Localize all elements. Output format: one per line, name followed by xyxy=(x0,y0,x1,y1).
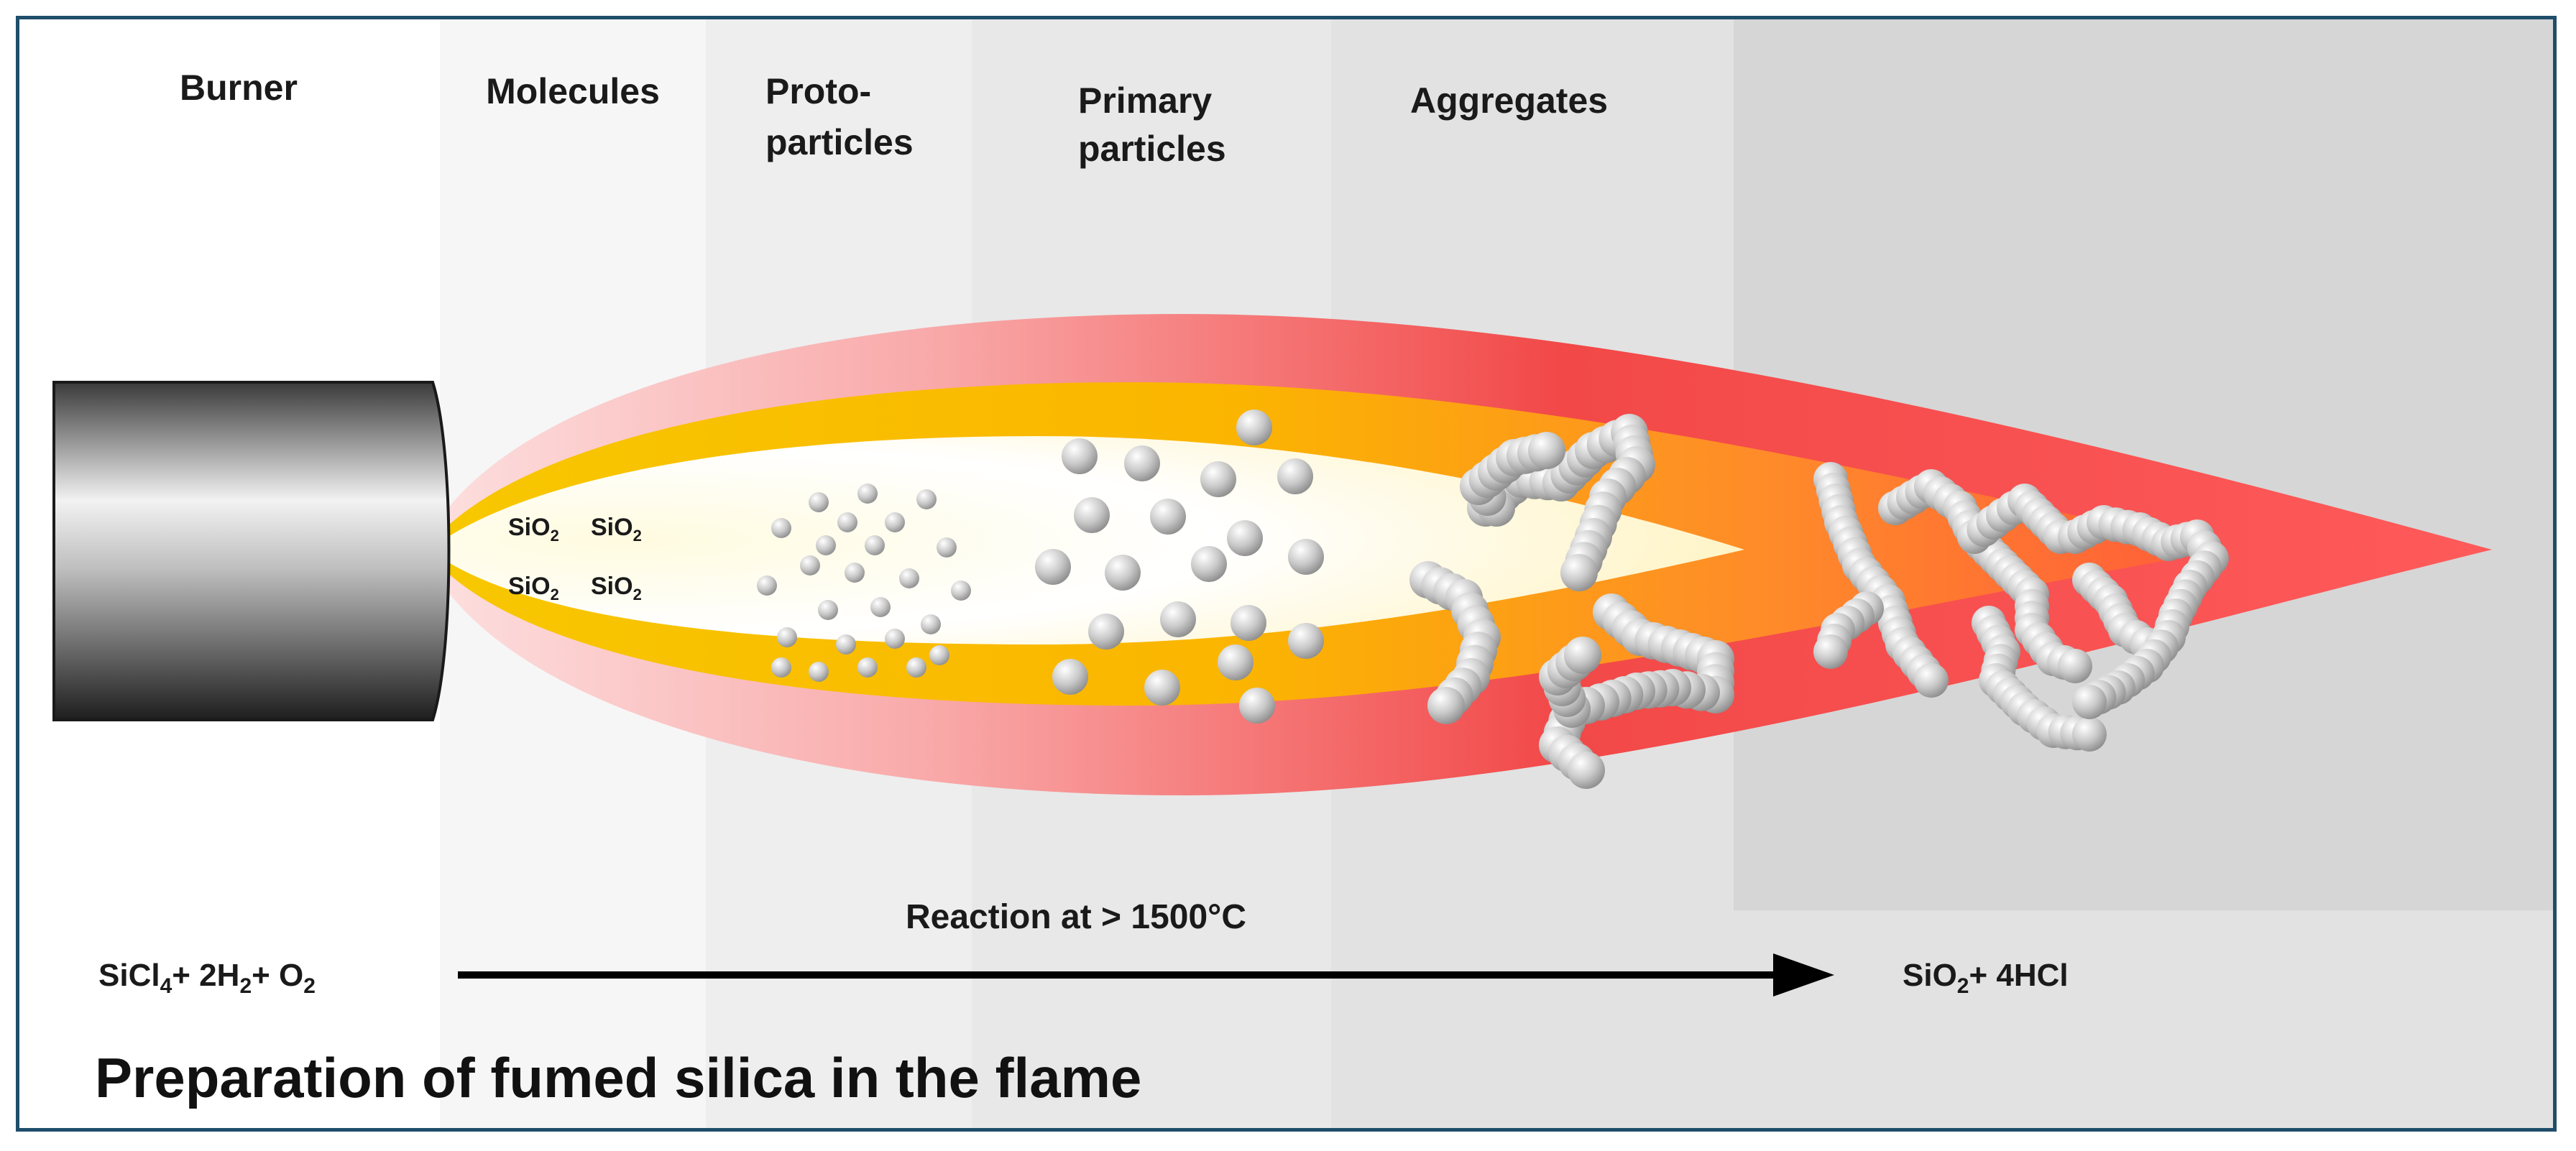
primary-particle xyxy=(1074,497,1110,533)
proto-particle xyxy=(857,484,878,504)
agglomerates xyxy=(1813,462,2229,752)
products-formula: SiO2+ 4HCl xyxy=(1903,958,2069,998)
agglomerate-particle xyxy=(1813,634,1848,669)
proto-particle xyxy=(929,645,949,665)
proto-particle xyxy=(809,662,829,682)
proto-particle xyxy=(865,535,885,555)
primary-particle xyxy=(1191,546,1227,582)
stage-label-aggregates: Aggregates xyxy=(1410,80,1608,121)
proto-particle xyxy=(836,634,856,655)
proto-particle xyxy=(771,518,791,538)
agglomerate-particle xyxy=(1914,663,1949,698)
primary-particle xyxy=(1236,410,1272,445)
reaction-condition: Reaction at > 1500°C xyxy=(906,898,1246,936)
stage-label-proto-line1: Proto- xyxy=(765,71,871,111)
proto-particle xyxy=(885,629,905,649)
primary-particle xyxy=(1288,539,1324,575)
agglomerate-particle xyxy=(2058,649,2092,683)
proto-particles xyxy=(757,484,971,682)
aggregate-particle xyxy=(1528,432,1565,469)
proto-particle xyxy=(771,657,791,678)
primary-particle xyxy=(1160,601,1196,637)
zone-agglomerates-lower xyxy=(1734,910,2553,1128)
aggregate-particle xyxy=(1564,637,1601,674)
stage-label-molecules: Molecules xyxy=(486,71,660,111)
agglomerate-particle xyxy=(2072,717,2107,752)
agglomerate-particle xyxy=(2072,685,2107,719)
proto-particle xyxy=(916,489,937,509)
fumed-silica-diagram: Burner Molecules Proto- particles Primar… xyxy=(19,19,2553,1128)
proto-particle xyxy=(870,597,891,617)
diagram-title: Preparation of fumed silica in the flame xyxy=(95,1046,1141,1109)
primary-particle xyxy=(1150,499,1186,535)
proto-particle xyxy=(951,581,971,601)
sio2-molecule-4: SiO2 xyxy=(591,573,642,604)
aggregate-particle xyxy=(1568,752,1605,789)
proto-particle xyxy=(857,657,878,678)
primary-particle xyxy=(1218,644,1254,680)
proto-particle xyxy=(757,576,777,596)
primary-particle xyxy=(1227,520,1263,556)
primary-particle xyxy=(1239,688,1275,724)
burner xyxy=(52,381,451,721)
proto-particle xyxy=(809,492,829,512)
stage-label-burner: Burner xyxy=(180,68,298,108)
primary-particle xyxy=(1124,445,1160,481)
sio2-molecule-3: SiO2 xyxy=(508,573,559,604)
stage-label-primary-line1: Primary xyxy=(1078,80,1212,121)
reactants-formula: SiCl4+ 2H2+ O2 xyxy=(98,958,316,998)
primary-particle xyxy=(1200,461,1236,497)
proto-particle xyxy=(906,657,926,678)
primary-particle xyxy=(1088,614,1124,650)
aggregate-particle xyxy=(1427,687,1465,724)
sio2-molecule-2: SiO2 xyxy=(591,514,642,545)
proto-particle xyxy=(899,568,919,588)
molecule-labels: SiO2 SiO2 SiO2 SiO2 xyxy=(508,514,642,604)
primary-particle xyxy=(1035,549,1071,585)
primary-particle xyxy=(1144,670,1180,706)
primary-particle xyxy=(1105,555,1141,591)
proto-particle xyxy=(885,512,905,532)
primary-particle xyxy=(1052,659,1088,695)
proto-particle xyxy=(818,600,838,620)
primary-particle xyxy=(1230,605,1266,641)
primary-particles xyxy=(1035,410,1324,724)
primary-particle xyxy=(1062,438,1098,474)
proto-particle xyxy=(845,563,865,583)
aggregates xyxy=(1409,414,1734,789)
proto-particle xyxy=(777,627,797,647)
reaction-arrow-head xyxy=(1773,953,1834,997)
sio2-molecule-1: SiO2 xyxy=(508,514,559,545)
proto-particle xyxy=(837,512,857,532)
proto-particle xyxy=(921,614,941,634)
stage-label-primary-line2: particles xyxy=(1078,129,1226,169)
primary-particle xyxy=(1288,623,1324,659)
proto-particle xyxy=(800,555,820,576)
proto-particle xyxy=(816,535,836,555)
proto-particle xyxy=(937,537,957,558)
primary-particle xyxy=(1277,458,1313,494)
stage-label-proto-line2: particles xyxy=(765,122,914,162)
reaction-arrow xyxy=(458,953,1834,997)
aggregate-particle xyxy=(1560,554,1598,591)
diagram-frame: Burner Molecules Proto- particles Primar… xyxy=(16,16,2557,1132)
